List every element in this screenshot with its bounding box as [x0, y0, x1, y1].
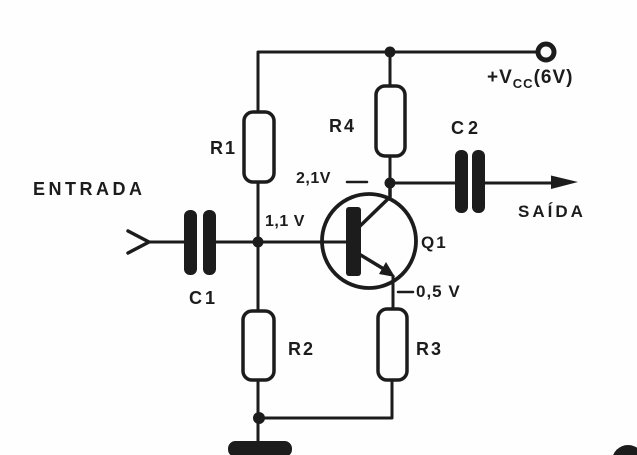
- transistor-q1-emitter: [357, 252, 389, 273]
- capacitor-c2-plate-left: [455, 150, 468, 213]
- transistor-q1-body: [320, 192, 418, 290]
- supply-rail-wire: [256, 50, 538, 114]
- r4-label: R4: [329, 116, 357, 136]
- supply-label: +VCC(6V): [487, 67, 574, 91]
- c2-label: C2: [451, 118, 483, 138]
- r2-label: R2: [288, 339, 316, 359]
- r3-ground-wire: [257, 378, 394, 420]
- resistor-r4-body: [374, 84, 407, 158]
- output-label: SAÍDA: [518, 202, 586, 221]
- transistor-q1-base-bar: [346, 207, 361, 276]
- supply-subscript: CC: [512, 76, 534, 91]
- c1-label: C1: [189, 288, 219, 308]
- supply-value: (6V): [533, 67, 574, 88]
- transistor-q1-emitter-arrow-icon: [379, 262, 395, 277]
- base-voltage-label: 1,1 V: [265, 213, 305, 230]
- supply-prefix: +V: [487, 67, 513, 88]
- capacitor-c1-plate-left: [184, 210, 197, 275]
- emitter-voltage-label: 0,5 V: [416, 282, 461, 301]
- capacitor-c2-plate-right: [472, 150, 485, 213]
- output-arrow-icon: [551, 175, 578, 189]
- transistor-q1-collector: [357, 181, 392, 229]
- resistor-r1-body: [242, 110, 276, 184]
- ground-icon: [228, 441, 292, 455]
- resistor-r3-body: [376, 307, 409, 382]
- q1-label: Q1: [421, 233, 448, 252]
- vcc-terminal-icon: [535, 41, 557, 63]
- r3-label: R3: [416, 339, 444, 359]
- collector-voltage-label: 2,1V: [296, 170, 331, 187]
- capacitor-c1-plate-right: [203, 210, 216, 275]
- input-label: ENTRADA: [33, 179, 146, 199]
- r1-label: R1: [210, 138, 238, 158]
- resistor-r2-body: [241, 309, 276, 382]
- page-bullet-artifact: [613, 445, 637, 455]
